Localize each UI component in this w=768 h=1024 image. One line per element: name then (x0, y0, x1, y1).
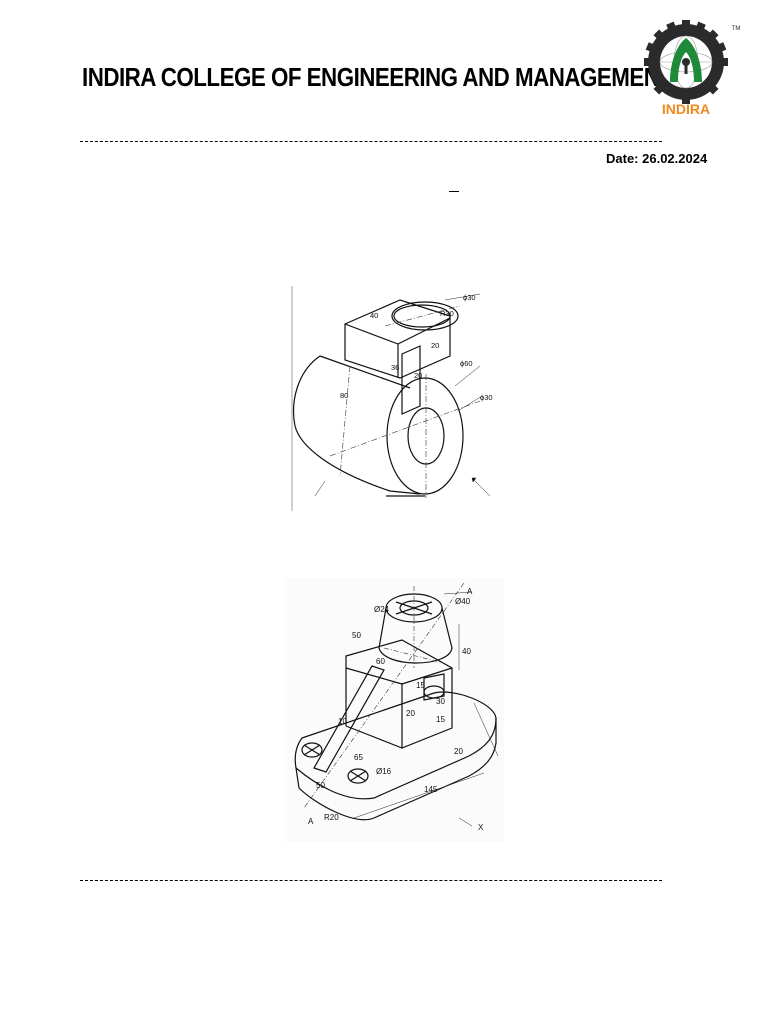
dim-text: 20 (454, 747, 463, 756)
dim-text: 20 (406, 709, 415, 718)
dim-text: 145 (424, 785, 438, 794)
dim-text: X (478, 823, 484, 832)
footer-divider (80, 880, 662, 881)
dim-text: 40 (370, 311, 378, 320)
dim-text: 10 (338, 717, 347, 726)
college-logo: INDIRA TM (644, 20, 744, 120)
dim-text: 36 (391, 363, 399, 372)
dim-text: 65 (354, 753, 363, 762)
dim-text: 15 (436, 715, 445, 724)
dim-text: 15 (416, 681, 425, 690)
dim-text: 30 (436, 697, 445, 706)
dim-text: ϕ60 (460, 359, 473, 368)
dim-text: 80 (340, 391, 348, 400)
figure-2-isometric-bracket: A Ø24 Ø40 50 60 40 15 30 15 20 10 65 Ø16… (284, 578, 504, 842)
dim-text: 60 (376, 657, 385, 666)
dim-text: A (467, 587, 473, 596)
college-title: INDIRA COLLEGE OF ENGINEERING AND MANAGE… (82, 62, 673, 92)
short-dash (449, 191, 459, 192)
dim-text: ϕ30 (480, 393, 493, 402)
dim-text: 20 (431, 341, 439, 350)
dim-text: R20 (324, 813, 339, 822)
dim-text: 40 (462, 647, 471, 656)
logo-emblem: INDIRA TM (644, 20, 741, 117)
dim-text: Ø16 (376, 767, 392, 776)
date-label: Date: 26.02.2024 (606, 151, 708, 166)
dim-text: 50 (316, 781, 325, 790)
dim-text: Ø40 (455, 597, 471, 606)
dim-text: 50 (352, 631, 361, 640)
header-divider (80, 141, 662, 142)
dim-text: 20 (414, 371, 422, 380)
dim-text: Ø24 (374, 605, 390, 614)
dim-text: R30 (440, 309, 454, 318)
dim-text: ϕ30 (463, 293, 476, 302)
logo-text: INDIRA (662, 101, 710, 117)
logo-trademark: TM (732, 26, 741, 32)
figure-1-isometric-cylinder-block: 40 R30 ϕ30 20 36 20 ϕ60 ϕ30 80 (290, 286, 505, 511)
dim-text: A (308, 817, 314, 826)
